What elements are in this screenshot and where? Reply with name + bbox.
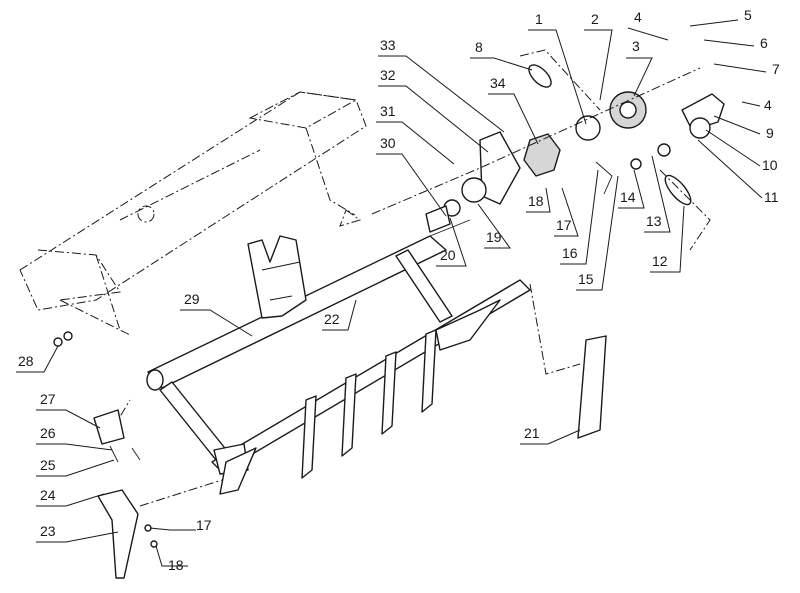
callout-9: 9 xyxy=(713,115,774,141)
callout-15-label: 15 xyxy=(578,271,594,287)
callout-29: 29 xyxy=(180,291,253,337)
callout-29-label: 29 xyxy=(184,291,200,307)
callout-18a-label: 18 xyxy=(528,193,544,209)
callout-4a: 4 xyxy=(627,9,669,41)
callout-19: 19 xyxy=(477,203,511,249)
callout-14-label: 14 xyxy=(620,189,636,205)
callout-2: 2 xyxy=(584,11,613,101)
callout-24: 24 xyxy=(36,487,105,507)
callout-10: 10 xyxy=(705,129,778,173)
callout-34-label: 34 xyxy=(490,75,506,91)
callout-7: 7 xyxy=(713,61,780,77)
callout-18b-label: 18 xyxy=(168,557,184,573)
callout-12-label: 12 xyxy=(652,253,668,269)
drive-components xyxy=(425,49,725,251)
callout-28: 28 xyxy=(16,345,59,373)
callout-17a-label: 17 xyxy=(556,217,572,233)
callout-17b: 17 xyxy=(149,517,212,533)
callout-1-label: 1 xyxy=(535,11,543,27)
callout-13: 13 xyxy=(644,155,671,233)
callout-6-label: 6 xyxy=(760,35,768,51)
callout-3-label: 3 xyxy=(632,38,640,54)
callouts: 1 2 3 4 5 6 7 4 8 9 10 11 12 13 14 15 16… xyxy=(16,7,780,573)
callout-17b-label: 17 xyxy=(196,517,212,533)
callout-15: 15 xyxy=(576,175,619,291)
callout-5: 5 xyxy=(689,7,752,27)
callout-4a-label: 4 xyxy=(634,9,642,25)
callout-1: 1 xyxy=(528,11,587,125)
callout-13-label: 13 xyxy=(646,213,662,229)
callout-26-label: 26 xyxy=(40,425,56,441)
callout-9-label: 9 xyxy=(766,125,774,141)
callout-6: 6 xyxy=(703,35,768,51)
callout-4b-label: 4 xyxy=(764,97,772,113)
callout-31: 31 xyxy=(376,103,455,165)
callout-18a: 18 xyxy=(526,187,551,213)
callout-28-label: 28 xyxy=(18,353,34,369)
callout-21-label: 21 xyxy=(524,425,540,441)
callout-32: 32 xyxy=(378,67,489,153)
callout-20: 20 xyxy=(436,217,467,267)
callout-20-label: 20 xyxy=(440,247,456,263)
callout-14: 14 xyxy=(618,169,645,209)
callout-26: 26 xyxy=(36,425,113,451)
callout-30-label: 30 xyxy=(380,135,396,151)
callout-27: 27 xyxy=(36,391,101,429)
callout-23: 23 xyxy=(36,523,119,543)
mount-bracket xyxy=(247,235,307,319)
callout-34: 34 xyxy=(488,75,539,145)
callout-16: 16 xyxy=(560,169,599,265)
callout-24-label: 24 xyxy=(40,487,56,503)
callout-7-label: 7 xyxy=(772,61,780,77)
callout-31-label: 31 xyxy=(380,103,396,119)
callout-23-label: 23 xyxy=(40,523,56,539)
callout-4b: 4 xyxy=(741,97,772,113)
main-beam xyxy=(146,219,471,391)
callout-22: 22 xyxy=(322,299,357,331)
callout-17a: 17 xyxy=(554,187,579,237)
callout-25: 25 xyxy=(36,457,115,477)
callout-18b: 18 xyxy=(155,545,188,573)
mounting-frame xyxy=(19,91,367,336)
callout-16-label: 16 xyxy=(562,245,578,261)
callout-33: 33 xyxy=(378,37,505,133)
callout-8-label: 8 xyxy=(475,39,483,55)
callout-3: 3 xyxy=(626,38,653,97)
callout-5-label: 5 xyxy=(744,7,752,23)
callout-30: 30 xyxy=(376,135,447,217)
callout-8: 8 xyxy=(470,39,533,71)
callout-33-label: 33 xyxy=(380,37,396,53)
callout-25-label: 25 xyxy=(40,457,56,473)
callout-32-label: 32 xyxy=(380,67,396,83)
callout-19-label: 19 xyxy=(486,229,502,245)
callout-10-label: 10 xyxy=(762,157,778,173)
callout-11: 11 xyxy=(697,139,779,205)
callout-22-label: 22 xyxy=(324,311,340,327)
callout-2-label: 2 xyxy=(591,11,599,27)
callout-21: 21 xyxy=(520,425,581,445)
callout-27-label: 27 xyxy=(40,391,56,407)
side-parts xyxy=(53,331,607,579)
tines xyxy=(219,299,501,495)
callout-12: 12 xyxy=(650,205,685,273)
callout-11-label: 11 xyxy=(764,189,779,205)
